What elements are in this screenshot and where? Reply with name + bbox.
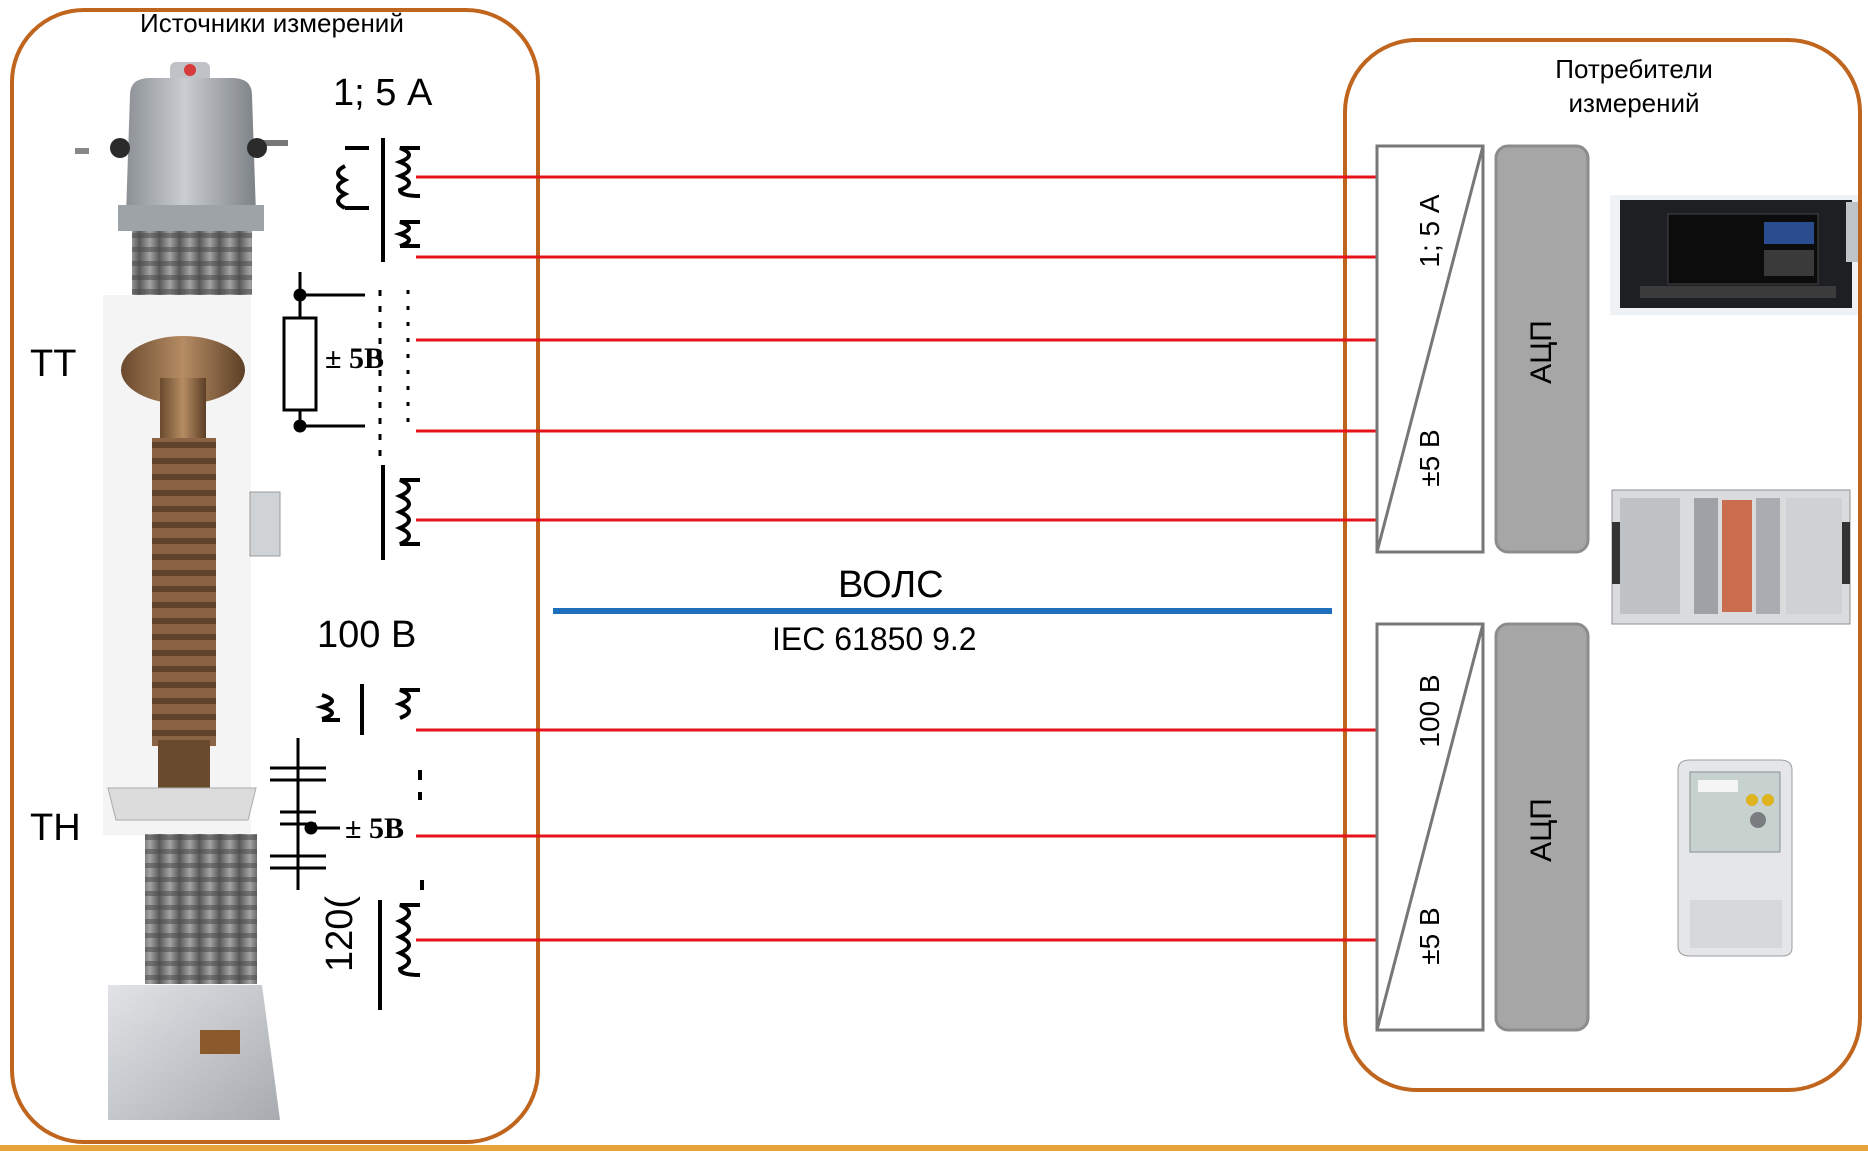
vt-capacitor-symbol (270, 738, 340, 890)
rack-device-image (1612, 490, 1850, 624)
ct-transformer-image (75, 62, 288, 295)
relay-terminal-image (1610, 195, 1858, 315)
ct-lowvolt-label: ± 5В (325, 342, 384, 376)
consumers-title: Потребители измерений (1448, 52, 1820, 120)
sources-frame (12, 10, 538, 1142)
vt-block-bottom-label: ±5 В (1412, 886, 1448, 986)
ct-block-top-label: 1; 5 А (1412, 171, 1448, 291)
bottom-rule (0, 1145, 1868, 1151)
ct-label: ТТ (30, 343, 76, 386)
ct-rating-label: 1; 5 А (333, 72, 432, 115)
ct-secondary-winding (383, 465, 420, 560)
vt-rating-label: 100 В (317, 614, 416, 657)
link-protocol: IEC 61850 9.2 (772, 621, 977, 658)
vt-adc-label: АЦП (1524, 790, 1560, 870)
vt-transformer-image (103, 295, 280, 1120)
vt-block-top-label: 100 В (1412, 651, 1448, 771)
vt-partial-label: 120( (318, 894, 362, 974)
consumers-title-line1: Потребители (1448, 52, 1820, 86)
sources-title: Источники измерений (140, 8, 404, 39)
ct-block-bottom-label: ±5 В (1412, 408, 1448, 508)
ct-adc-label: АЦП (1524, 312, 1560, 392)
vt-lowvolt-label: ± 5В (345, 812, 404, 846)
vt-label: ТН (30, 807, 81, 850)
vt-secondary-winding (380, 880, 422, 1010)
ct-winding-symbol (338, 138, 420, 262)
consumers-title-line2: измерений (1448, 86, 1820, 120)
signal-lines (416, 177, 1377, 940)
link-title: ВОЛС (838, 564, 944, 607)
vt-winding-symbol (322, 684, 420, 800)
energy-meter-image (1678, 760, 1792, 956)
